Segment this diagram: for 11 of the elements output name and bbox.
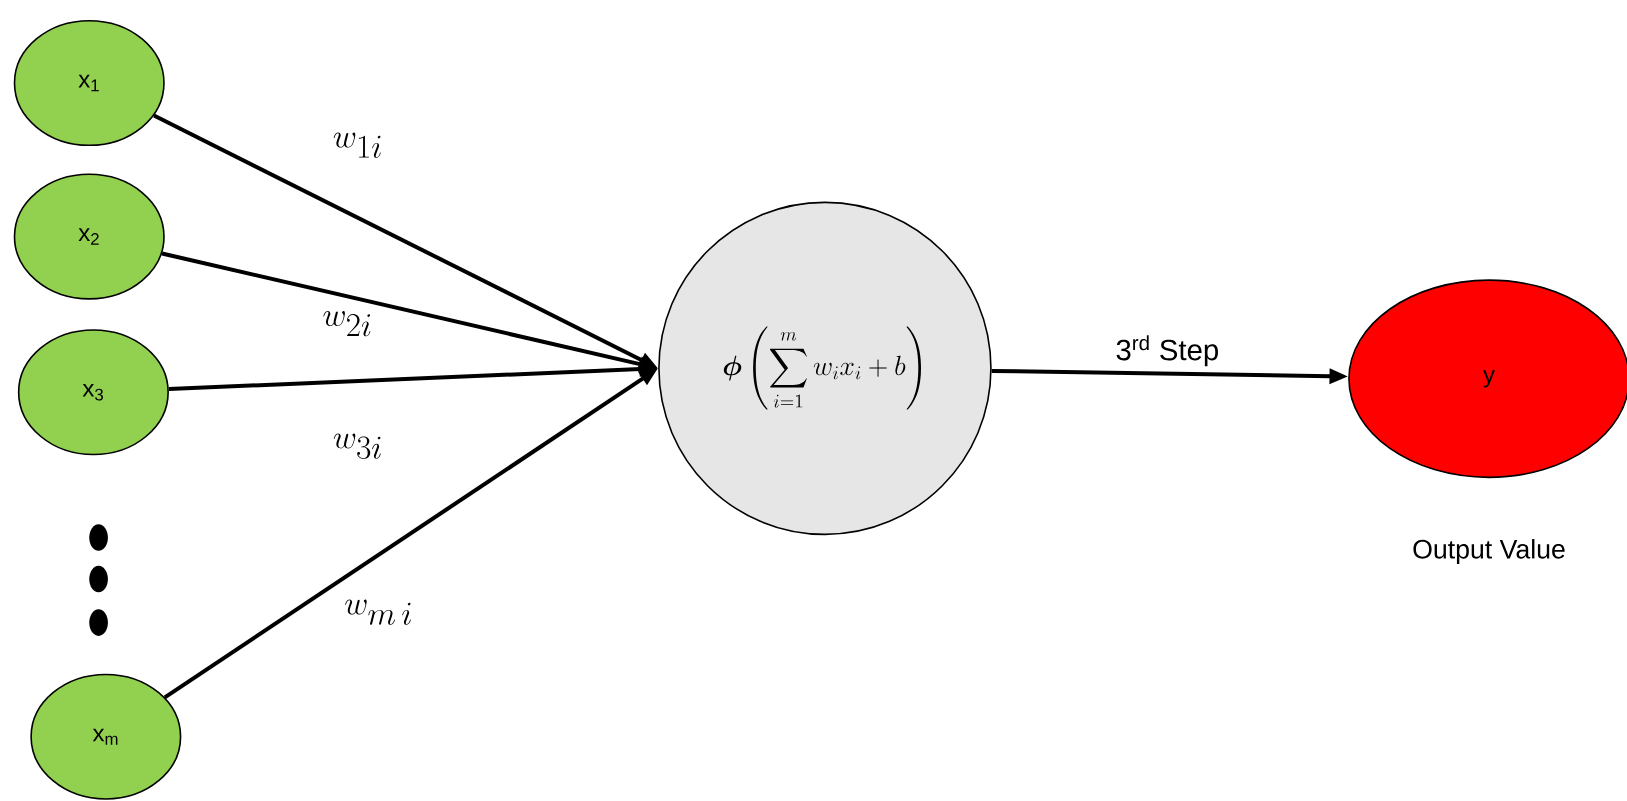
weight-label: $w_{m\,i}$ bbox=[345, 599, 411, 625]
weight-label: $w_{2i}$ bbox=[323, 311, 371, 337]
edge-label: 3$^{rd}$ Step bbox=[1116, 335, 1218, 367]
weight-label: $w_{1i}$ bbox=[333, 132, 381, 158]
input-node: x$_{3}$ bbox=[17, 329, 169, 456]
node-caption: Output Value bbox=[1413, 539, 1565, 564]
output-node: y bbox=[1348, 279, 1627, 479]
input-node: x$_{1}$ bbox=[13, 19, 165, 147]
input-node: x$_{m}$ bbox=[30, 673, 182, 800]
input-node: x$_{2}$ bbox=[13, 173, 165, 300]
weight-label: $w_{3i}$ bbox=[333, 433, 381, 459]
